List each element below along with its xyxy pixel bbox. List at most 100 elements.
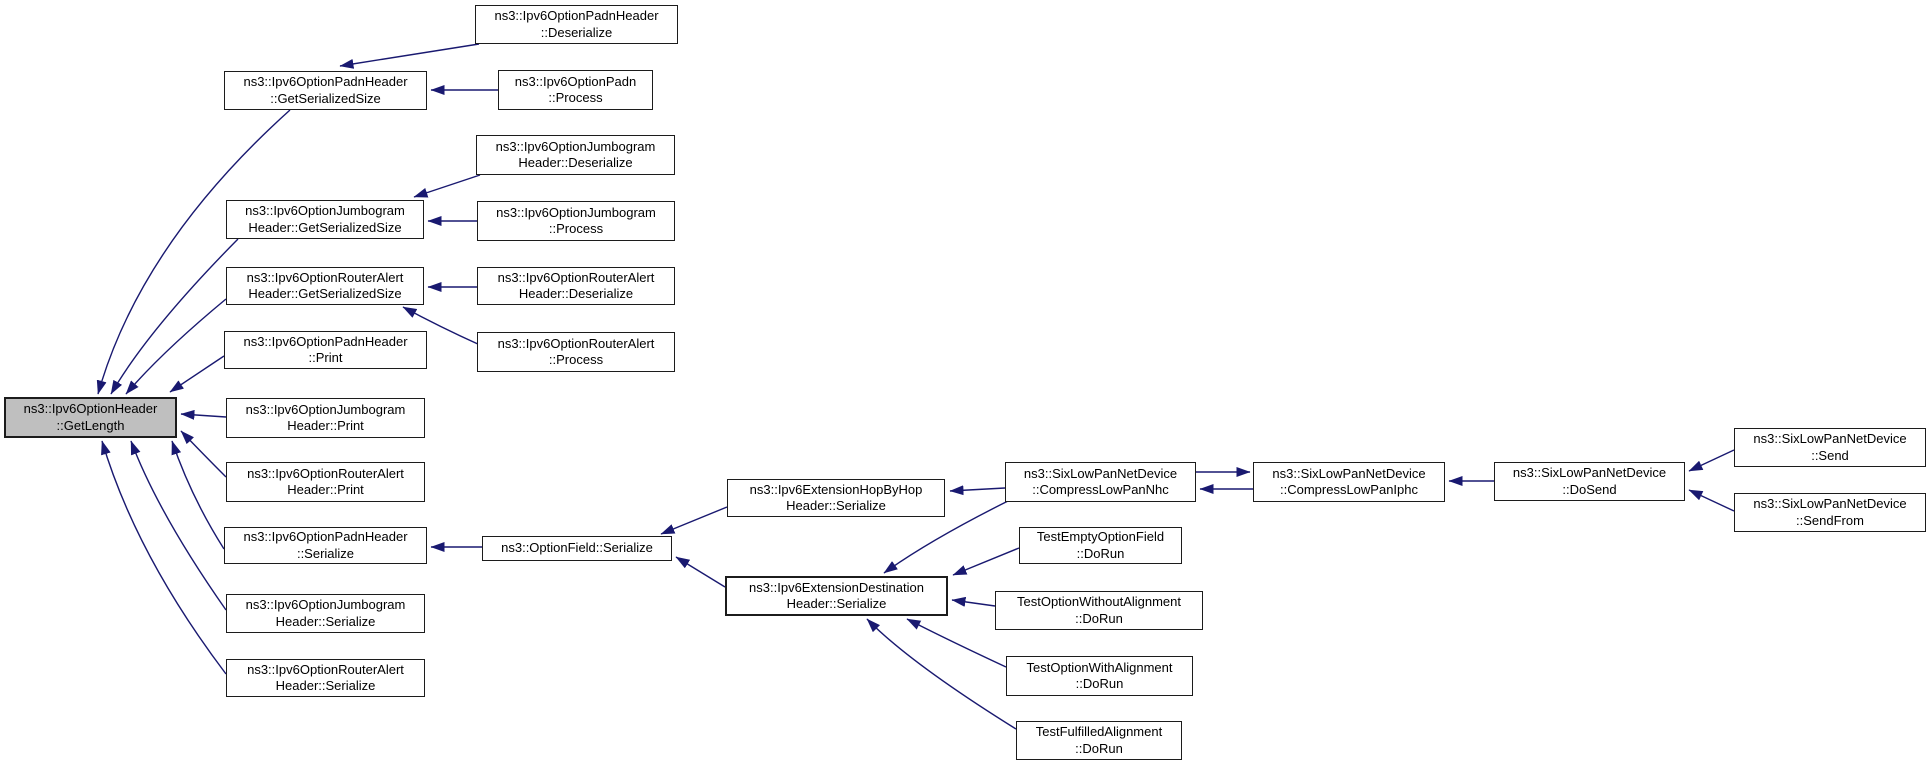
graph-node-padnheader-serialize[interactable]: ns3::Ipv6OptionPadnHeader::Serialize bbox=[224, 527, 427, 564]
graph-node-ipv6optionheader-getlength[interactable]: ns3::Ipv6OptionHeader::GetLength bbox=[4, 397, 177, 438]
graph-node-label: ns3::Ipv6OptionPadnHeader bbox=[494, 8, 659, 23]
graph-node-label: ::Serialize bbox=[296, 545, 355, 561]
graph-node-sixlowpan-dosend[interactable]: ns3::SixLowPanNetDevice::DoSend bbox=[1494, 462, 1685, 501]
graph-node-label: ::Process bbox=[548, 221, 604, 236]
graph-node-label: ::Process bbox=[548, 90, 603, 105]
call-edge-sixlowpan-compresslowpannhc--to--ipv6extensiondestinationheader-serialize bbox=[883, 500, 1009, 574]
graph-node-label: ::DoRun bbox=[1076, 545, 1125, 561]
graph-node-testfulfilledalignment-dorun[interactable]: TestFulfilledAlignment::DoRun bbox=[1016, 721, 1182, 760]
call-edge-ipv6extensiondestinationheader-serialize--to--optionfield-serialize bbox=[675, 556, 726, 588]
graph-node-label: Header::GetSerializedSize bbox=[248, 219, 402, 235]
graph-node-label: ::Send bbox=[1811, 447, 1849, 463]
graph-node-label: ::DoRun bbox=[1075, 676, 1124, 691]
call-edge-sixlowpan-compresslowpannhc--to--ipv6extensionhopbyhopheader-serialize bbox=[949, 485, 1006, 496]
graph-node-label: ns3::SixLowPanNetDevice bbox=[1272, 465, 1426, 481]
call-edge-padnheader-deserialize--to--padnheader-getserializedsize bbox=[339, 43, 480, 69]
graph-node-label: ns3::Ipv6OptionPadnHeader bbox=[243, 333, 408, 349]
graph-node-label: ::Process bbox=[548, 352, 604, 367]
graph-node-padnheader-getserializedsize[interactable]: ns3::Ipv6OptionPadnHeader::GetSerialized… bbox=[224, 71, 427, 110]
graph-node-testemptyoptionfield-dorun[interactable]: TestEmptyOptionField::DoRun bbox=[1019, 527, 1182, 564]
graph-node-padnheader-deserialize[interactable]: ns3::Ipv6OptionPadnHeader::Deserialize bbox=[475, 5, 678, 44]
graph-node-label: Header::GetSerializedSize bbox=[248, 286, 402, 301]
graph-node-jumbogram-process[interactable]: ns3::Ipv6OptionJumbogram::Process bbox=[477, 201, 675, 241]
graph-node-label: ::CompressLowPanNhc bbox=[1032, 482, 1169, 497]
call-edge-testemptyoptionfield-dorun--to--ipv6extensiondestinationheader-serialize bbox=[952, 547, 1020, 576]
graph-node-sixlowpan-send[interactable]: ns3::SixLowPanNetDevice::Send bbox=[1734, 428, 1926, 467]
call-edge-padnheader-getserializedsize--to--ipv6optionheader-getlength bbox=[96, 109, 291, 395]
call-edge-routeralertheader-serialize--to--ipv6optionheader-getlength bbox=[101, 440, 227, 675]
graph-node-label: Header::Serialize bbox=[275, 613, 376, 629]
call-edge-jumbogramheader-print--to--ipv6optionheader-getlength bbox=[180, 409, 227, 420]
graph-node-label: ns3::Ipv6OptionJumbogram bbox=[245, 203, 405, 218]
call-edge-sixlowpan-send--to--sixlowpan-dosend bbox=[1688, 449, 1735, 472]
graph-node-label: ::GetSerializedSize bbox=[270, 90, 381, 106]
graph-node-label: Header::Deserialize bbox=[518, 155, 633, 170]
graph-node-label: Header::Serialize bbox=[275, 678, 376, 693]
graph-node-sixlowpan-compresslowpaniphc[interactable]: ns3::SixLowPanNetDevice::CompressLowPanI… bbox=[1253, 462, 1445, 502]
graph-node-label: ns3::Ipv6OptionJumbogram bbox=[496, 204, 656, 220]
call-edge-ipv6extensionhopbyhopheader-serialize--to--optionfield-serialize bbox=[660, 506, 728, 535]
graph-node-label: ns3::Ipv6OptionRouterAlert bbox=[246, 269, 404, 285]
graph-node-padn-process[interactable]: ns3::Ipv6OptionPadn::Process bbox=[498, 70, 653, 110]
call-edge-testfulfilledalignment-dorun--to--ipv6extensiondestinationheader-serialize bbox=[866, 618, 1017, 730]
graph-node-label: Header::Print bbox=[287, 482, 364, 497]
graph-node-label: TestEmptyOptionField bbox=[1036, 529, 1165, 544]
graph-node-padnheader-print[interactable]: ns3::Ipv6OptionPadnHeader::Print bbox=[224, 331, 427, 369]
graph-node-label: ns3::Ipv6OptionPadnHeader bbox=[243, 74, 408, 89]
graph-node-label: ::GetLength bbox=[56, 417, 125, 433]
graph-node-label: Header::Print bbox=[287, 418, 364, 433]
graph-node-label: ns3::Ipv6OptionRouterAlert bbox=[497, 269, 655, 285]
graph-node-label: ns3::Ipv6OptionJumbogram bbox=[245, 597, 406, 612]
call-edge-sixlowpan-sendfrom--to--sixlowpan-dosend bbox=[1688, 489, 1735, 512]
graph-node-label: TestOptionWithAlignment bbox=[1026, 659, 1173, 675]
call-edge-jumbogramheader-serialize--to--ipv6optionheader-getlength bbox=[130, 440, 227, 611]
call-edge-routeralert-process--to--routeralertheader-getserializedsize bbox=[402, 306, 481, 346]
call-edge-testoptionwithoutalignment-dorun--to--ipv6extensiondestinationheader-serialize bbox=[951, 596, 996, 607]
graph-node-label: ::Deserialize bbox=[540, 24, 613, 40]
graph-node-label: ::DoSend bbox=[1562, 481, 1617, 497]
call-edge-routeralertheader-getserializedsize--to--ipv6optionheader-getlength bbox=[125, 298, 227, 395]
graph-node-label: ns3::Ipv6OptionPadnHeader bbox=[243, 529, 408, 544]
graph-node-testoptionwithalignment-dorun[interactable]: TestOptionWithAlignment::DoRun bbox=[1006, 656, 1193, 696]
graph-node-label: ns3::Ipv6OptionPadn bbox=[514, 73, 637, 89]
graph-node-optionfield-serialize[interactable]: ns3::OptionField::Serialize bbox=[482, 536, 672, 561]
graph-node-label: ns3::SixLowPanNetDevice bbox=[1753, 496, 1907, 511]
graph-node-label: ns3::Ipv6OptionJumbogram bbox=[495, 138, 656, 154]
graph-node-label: Header::Serialize bbox=[786, 596, 887, 611]
graph-node-label: ::DoRun bbox=[1075, 740, 1123, 756]
graph-node-label: ns3::Ipv6ExtensionHopByHop bbox=[749, 481, 923, 497]
graph-node-label: ns3::SixLowPanNetDevice bbox=[1753, 431, 1907, 446]
graph-node-label: ns3::Ipv6OptionRouterAlert bbox=[497, 335, 655, 351]
graph-node-sixlowpan-sendfrom[interactable]: ns3::SixLowPanNetDevice::SendFrom bbox=[1734, 493, 1926, 532]
graph-node-label: ns3::Ipv6OptionRouterAlert bbox=[247, 661, 404, 677]
graph-node-label: ::Print bbox=[308, 350, 343, 365]
graph-node-label: Header::Serialize bbox=[786, 498, 886, 513]
call-edge-routeralertheader-print--to--ipv6optionheader-getlength bbox=[180, 430, 227, 478]
graph-node-routeralert-process[interactable]: ns3::Ipv6OptionRouterAlert::Process bbox=[477, 332, 675, 372]
graph-node-label: ::CompressLowPanIphc bbox=[1279, 482, 1418, 497]
graph-node-label: ns3::SixLowPanNetDevice bbox=[1023, 465, 1178, 481]
graph-node-label: Header::Deserialize bbox=[518, 286, 634, 301]
graph-node-sixlowpan-compresslowpannhc[interactable]: ns3::SixLowPanNetDevice::CompressLowPanN… bbox=[1005, 462, 1196, 502]
graph-node-label: ::SendFrom bbox=[1796, 512, 1864, 528]
graph-node-label: TestOptionWithoutAlignment bbox=[1016, 594, 1182, 609]
graph-node-label: ::DoRun bbox=[1075, 610, 1123, 626]
call-edge-jumbogramheader-deserialize--to--jumbogramheader-getserializedsize bbox=[413, 174, 481, 198]
graph-node-label: TestFulfilledAlignment bbox=[1035, 724, 1163, 739]
call-edge-padnheader-print--to--ipv6optionheader-getlength bbox=[169, 355, 225, 393]
call-edge-testoptionwithalignment-dorun--to--ipv6extensiondestinationheader-serialize bbox=[906, 618, 1007, 668]
graph-node-testoptionwithoutalignment-dorun[interactable]: TestOptionWithoutAlignment::DoRun bbox=[995, 591, 1203, 630]
graph-node-label: ns3::Ipv6OptionRouterAlert bbox=[247, 465, 404, 481]
